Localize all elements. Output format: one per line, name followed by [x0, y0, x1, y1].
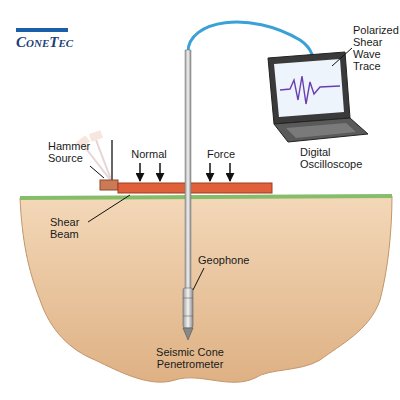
- hammer-handle: [111, 140, 113, 182]
- part-label: Shear Beam: [50, 216, 94, 240]
- logo-bar: [16, 28, 68, 32]
- part-label: Geophone: [198, 254, 258, 266]
- part-label: Hammer Source: [48, 140, 98, 164]
- leader-line: [90, 166, 104, 178]
- cone-rod: [185, 50, 191, 290]
- force-label: Normal: [124, 148, 174, 160]
- part-label: Digital Oscilloscope: [300, 146, 392, 170]
- force-arrow: [229, 163, 231, 181]
- leader-line: [332, 48, 352, 66]
- part-label: Seismic Cone Penetrometer: [140, 346, 240, 370]
- leader-line: [88, 195, 130, 222]
- logo-text: ConeTec: [16, 34, 106, 50]
- soil: [20, 196, 392, 382]
- leader-line: [193, 268, 204, 290]
- hammer-head: [100, 180, 118, 190]
- grass-surface: [20, 196, 392, 198]
- shear-wave-trace: [280, 76, 340, 104]
- force-arrow: [209, 163, 211, 181]
- cone-tip: [183, 328, 193, 340]
- part-label: Polarized Shear Wave Trace: [353, 24, 397, 72]
- force-arrow: [139, 163, 141, 181]
- shear-beam: [118, 183, 272, 193]
- force-arrow: [159, 163, 161, 181]
- force-label: Force: [196, 148, 246, 160]
- cone-body: [183, 288, 193, 328]
